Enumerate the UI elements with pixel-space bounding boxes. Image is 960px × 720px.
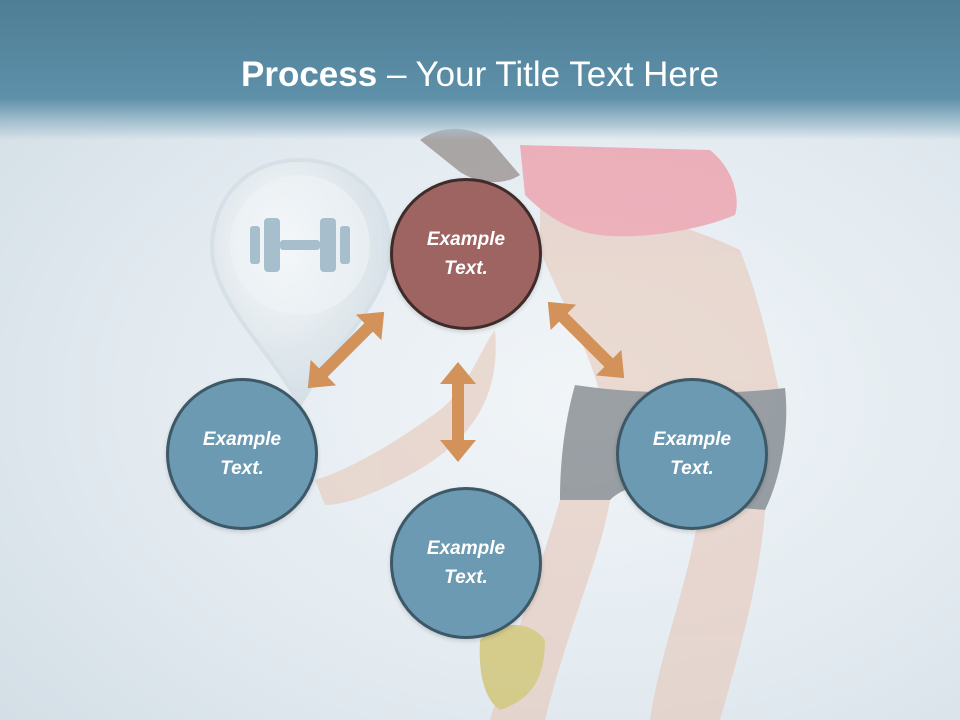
slide-title: Process – Your Title Text Here [0,50,960,100]
title-rest: – Your Title Text Here [377,55,719,94]
node-bottom-label: Example Text. [426,538,506,588]
double-arrow-icon [547,301,625,379]
node-right-label: Example Text. [652,429,732,479]
process-node-bottom: Example Text. [390,487,542,639]
double-arrow-icon [440,362,476,462]
process-node-left: Example Text. [166,378,318,530]
node-top-label: Example Text. [426,229,506,279]
process-node-top: Example Text. [390,178,542,330]
title-bold: Process [241,55,378,94]
double-arrow-icon [307,311,385,389]
dumbbell-icon [250,218,350,272]
node-left-label: Example Text. [202,429,282,479]
title-bar [0,0,960,140]
process-node-right: Example Text. [616,378,768,530]
